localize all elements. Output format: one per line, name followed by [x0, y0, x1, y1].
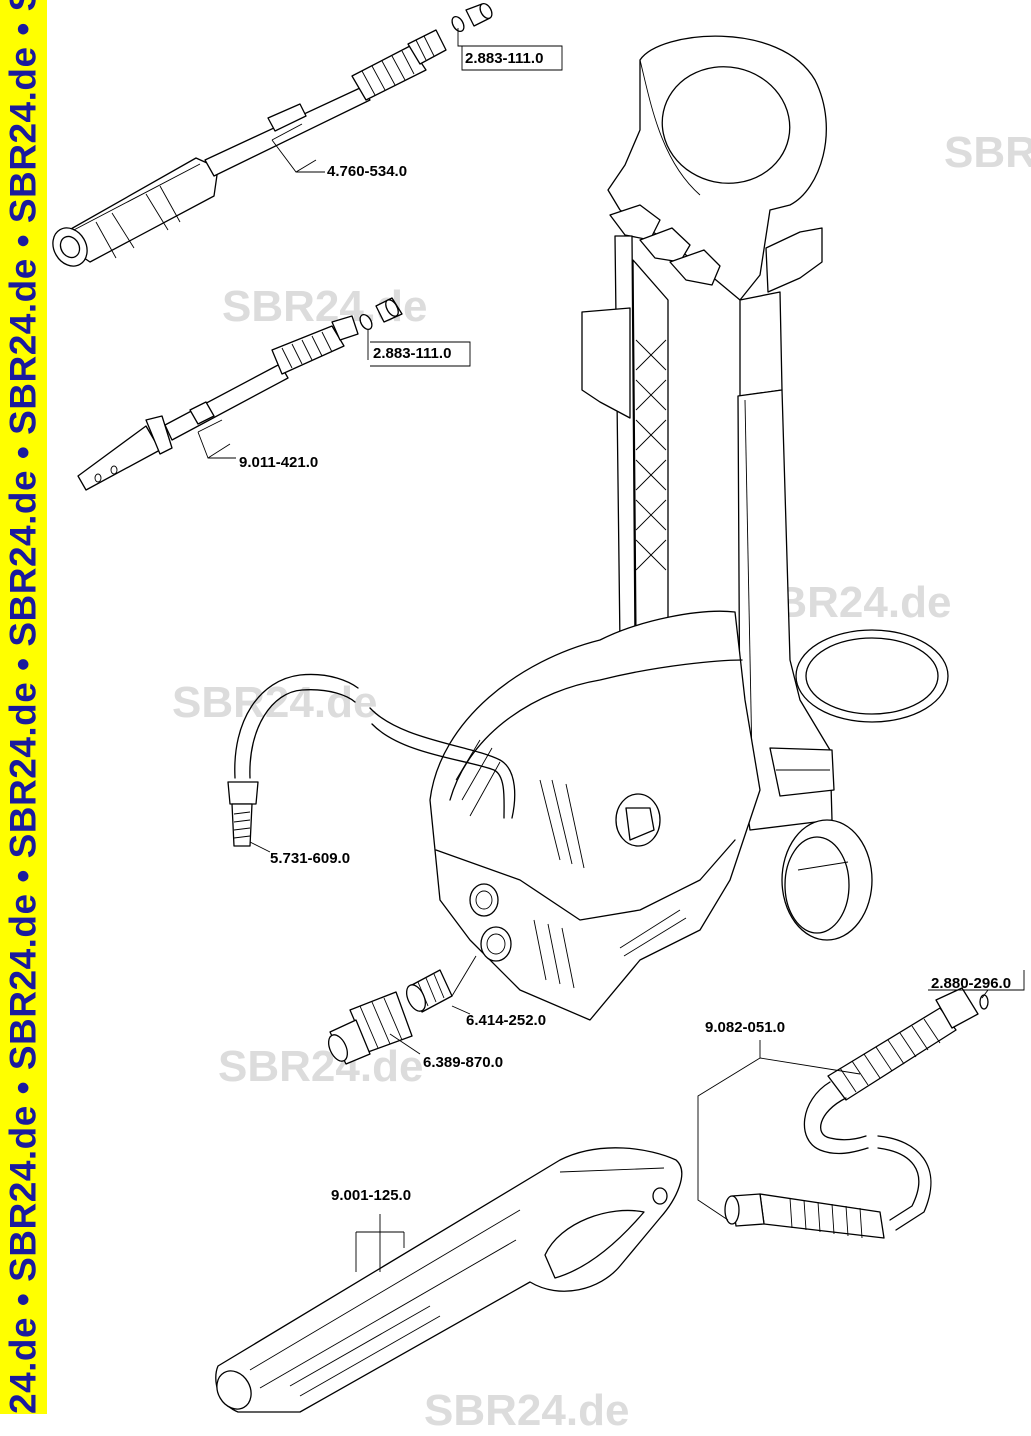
motor-housing	[429, 610, 761, 1021]
high-pressure-hose	[697, 987, 989, 1239]
part-number-label: 2.880-296.0	[931, 975, 1012, 992]
sidebar-text: 24.de • SBR24.de • SBR24.de • SBR24.de •…	[2, 0, 44, 1414]
watermark-sidebar: 24.de • SBR24.de • SBR24.de • SBR24.de •…	[0, 0, 47, 1414]
suction-hose	[227, 673, 516, 853]
part-number-label: 5.731-609.0	[270, 850, 351, 867]
part-number-label: 9.001-125.0	[331, 1187, 412, 1204]
spray-lance-rotary	[52, 2, 493, 267]
part-number-label: 9.011-421.0	[239, 454, 319, 471]
part-number-label: 9.082-051.0	[705, 1019, 786, 1036]
spray-lance-cone	[77, 297, 403, 491]
trigger-gun	[215, 1147, 683, 1413]
inlet-coupling	[327, 955, 477, 1065]
watermark: SBR	[944, 128, 1031, 177]
part-number-label: 2.883-111.0	[465, 50, 544, 67]
watermark: SBR24.de	[218, 1042, 424, 1091]
part-number-label: 6.414-252.0	[466, 1012, 547, 1029]
part-number-label: 2.883-111.0	[373, 345, 452, 362]
part-number-label: 6.389-870.0	[423, 1054, 504, 1071]
part-number-label: 4.760-534.0	[327, 163, 408, 180]
leader-lines	[370, 45, 1025, 991]
frame-handle	[581, 35, 949, 941]
